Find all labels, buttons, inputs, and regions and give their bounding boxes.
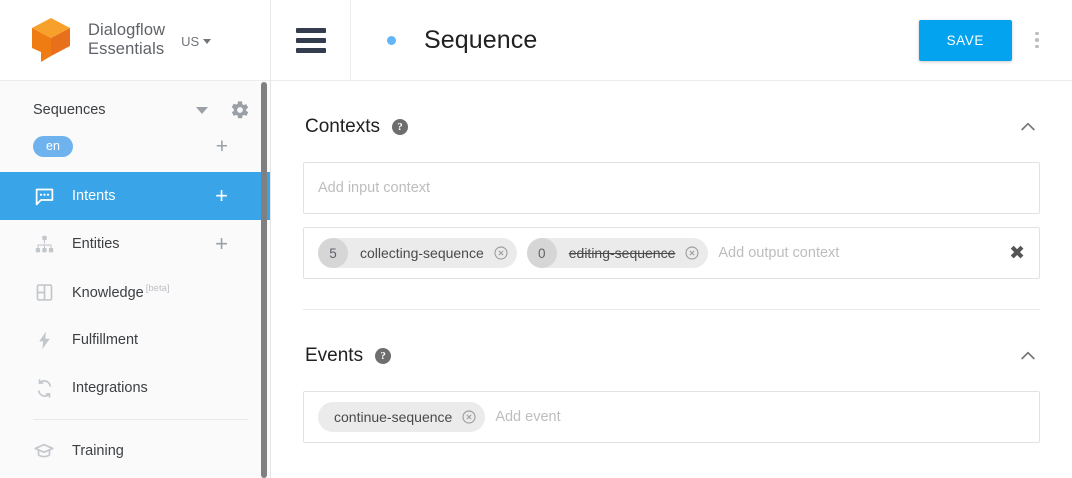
- sidebar-item-label: Fulfillment: [72, 332, 139, 348]
- dialogflow-cube-logo: [28, 16, 74, 64]
- chip-label: collecting-sequence: [360, 245, 484, 261]
- sidebar-item-training[interactable]: Training: [0, 427, 270, 475]
- contexts-header: Contexts ?: [303, 105, 1040, 149]
- sidebar-item-entities[interactable]: Entities +: [0, 220, 270, 268]
- knowledge-text: Knowledge: [72, 284, 144, 301]
- sidebar-item-label: Integrations: [72, 380, 148, 396]
- remove-circle-icon[interactable]: [684, 245, 700, 261]
- brand-name-line1: Dialogflow: [88, 21, 166, 39]
- graduation-cap-icon: [33, 440, 55, 462]
- top-bar: Sequence SAVE: [271, 0, 1072, 81]
- chip-lifespan-count: 0: [526, 238, 557, 268]
- kebab-menu-icon[interactable]: [1020, 31, 1054, 49]
- remove-circle-icon[interactable]: [461, 409, 477, 425]
- add-entity-plus-icon[interactable]: +: [215, 231, 228, 256]
- hamburger-menu-icon[interactable]: [288, 27, 334, 53]
- brand-name-line2: Essentials: [88, 40, 165, 58]
- remove-circle-icon[interactable]: [493, 245, 509, 261]
- chevron-up-icon[interactable]: [1018, 346, 1038, 366]
- help-circle-icon[interactable]: ?: [391, 119, 408, 135]
- chevron-up-icon[interactable]: [1018, 117, 1038, 137]
- nav-divider: [33, 419, 248, 420]
- topbar-divider: [350, 0, 351, 81]
- event-chip-continue-sequence[interactable]: continue-sequence: [318, 402, 486, 432]
- lightning-bolt-icon: [33, 329, 55, 351]
- chip-label: continue-sequence: [334, 409, 453, 425]
- sidebar-scrollbar[interactable]: [261, 82, 267, 478]
- caret-down-icon[interactable]: [196, 106, 208, 114]
- main-panel: Sequence SAVE Contexts ?: [271, 0, 1072, 478]
- region-label: US: [181, 34, 200, 49]
- close-x-icon[interactable]: ✖: [1009, 242, 1025, 264]
- input-context-field[interactable]: Add input context: [303, 162, 1040, 214]
- input-context-placeholder: Add input context: [318, 180, 431, 196]
- context-chip-collecting-sequence[interactable]: 5 collecting-sequence: [318, 238, 517, 268]
- content-area: Contexts ? Add input context 5 collectin…: [271, 81, 1072, 478]
- hierarchy-icon: [33, 233, 55, 255]
- sidebar-item-label: Knowledge[beta]: [72, 283, 250, 301]
- add-language-plus-icon[interactable]: +: [215, 134, 228, 158]
- sidebar-item-integrations[interactable]: Integrations: [0, 364, 270, 412]
- save-button[interactable]: SAVE: [918, 19, 1012, 61]
- unsaved-changes-dot: [387, 35, 396, 45]
- sidebar-item-knowledge[interactable]: Knowledge[beta]: [0, 268, 270, 316]
- section-divider: [303, 309, 1040, 310]
- beta-badge: [beta]: [145, 283, 170, 295]
- events-field[interactable]: continue-sequence Add event: [303, 391, 1040, 443]
- sidebar-item-intents[interactable]: Intents +: [0, 172, 270, 220]
- sidebar-item-fulfillment[interactable]: Fulfillment: [0, 316, 270, 364]
- sidebar-item-label: Training: [72, 443, 124, 459]
- language-chip-en[interactable]: en: [33, 135, 73, 157]
- section-title: Contexts: [305, 116, 380, 137]
- brand-header: Dialogflow Essentials US: [0, 0, 270, 81]
- chip-lifespan-count: 5: [318, 238, 348, 268]
- output-context-field[interactable]: 5 collecting-sequence 0 editing-sequence: [303, 227, 1040, 279]
- events-header: Events ?: [303, 334, 1040, 378]
- help-circle-icon[interactable]: ?: [375, 348, 392, 364]
- page-title: Sequence: [424, 25, 538, 54]
- events-section: Events ? continue-sequence: [303, 310, 1040, 443]
- sync-arrows-icon: [33, 377, 55, 399]
- caret-down-icon: [203, 39, 212, 44]
- chip-label: editing-sequence: [568, 245, 676, 261]
- output-context-placeholder: Add output context: [718, 245, 840, 261]
- event-placeholder: Add event: [495, 409, 561, 425]
- sidebar-item-label: Intents: [72, 188, 116, 204]
- agent-selector[interactable]: Sequences: [0, 92, 270, 128]
- sidebar-nav: Intents + Entities +: [0, 172, 270, 475]
- context-chip-editing-sequence[interactable]: 0 editing-sequence: [526, 238, 709, 268]
- section-title: Events: [305, 345, 364, 366]
- language-row: en +: [0, 128, 270, 164]
- sidebar: Dialogflow Essentials US Sequences en +: [0, 0, 271, 478]
- gear-icon[interactable]: [230, 100, 250, 120]
- speech-bubble-icon: [33, 185, 55, 207]
- region-selector[interactable]: US: [181, 34, 212, 49]
- add-intent-plus-icon[interactable]: +: [215, 183, 228, 208]
- agent-name: Sequences: [33, 102, 106, 118]
- sidebar-item-label: Entities: [72, 236, 120, 252]
- contexts-section: Contexts ? Add input context 5 collectin…: [303, 81, 1040, 310]
- book-icon: [33, 281, 55, 303]
